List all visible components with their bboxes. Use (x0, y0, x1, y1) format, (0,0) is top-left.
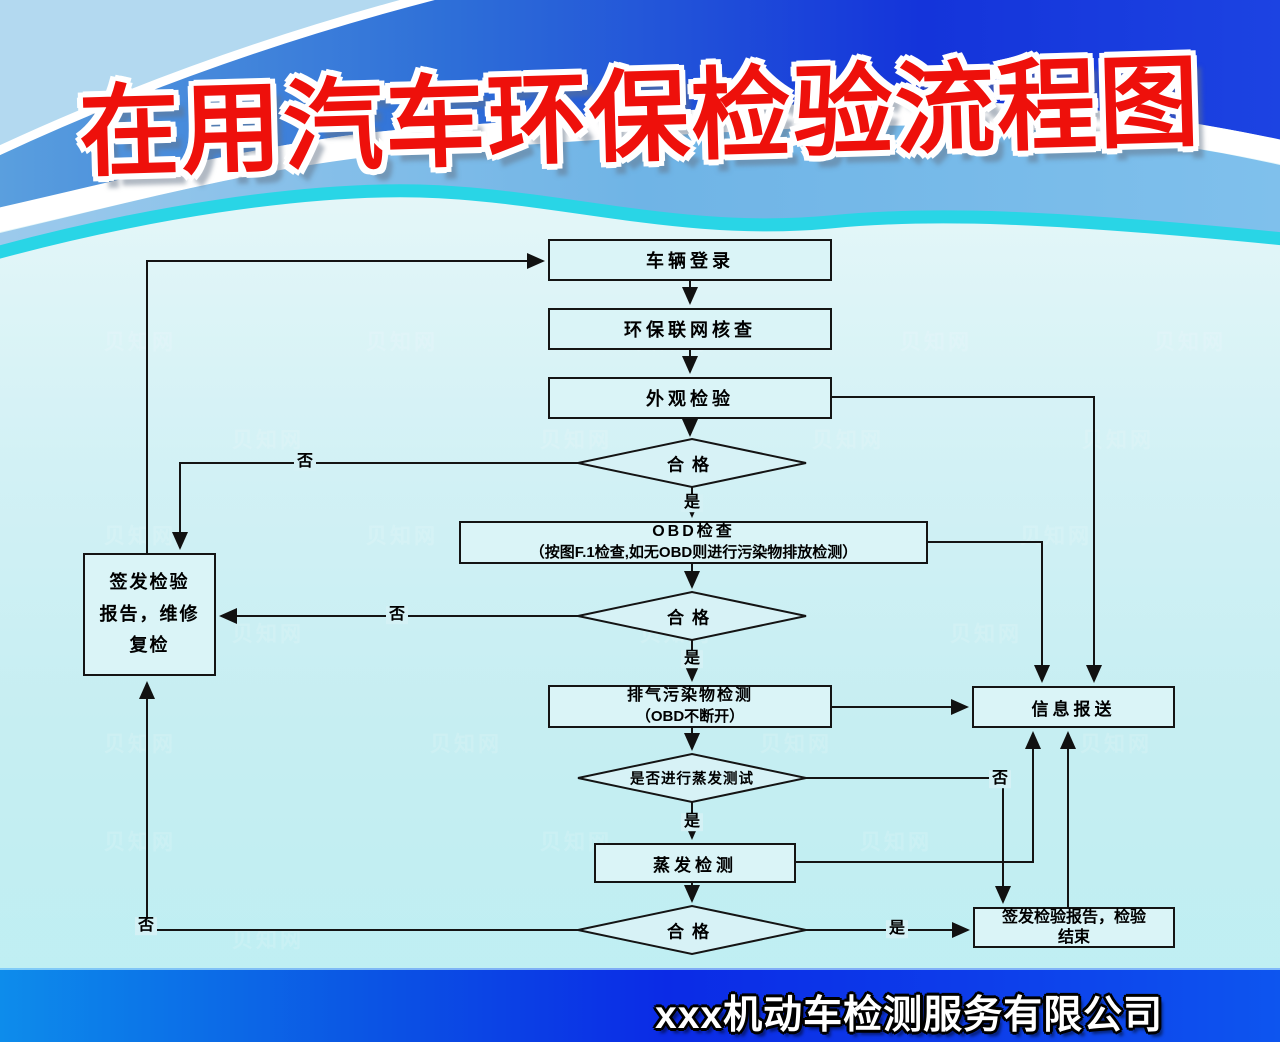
node-obd-title: OBD检查 (652, 523, 735, 541)
edge-label-no-1: 否 (293, 453, 317, 471)
node-network-check-label: 环保联网核查 (624, 320, 756, 340)
node-emission-note: （OBD不断开） (635, 708, 745, 726)
edge-obd-to-inforeport (928, 541, 1050, 683)
edge-pass1-no-to-repair (172, 462, 578, 550)
node-info-report-label: 信息报送 (1031, 699, 1116, 719)
node-issue-repair-recheck: 签发检验 报告，维修 复检 (83, 553, 216, 676)
header-wave-art (0, 0, 1280, 259)
node-emission-test: 排气污染物检测 （OBD不断开） (548, 685, 832, 728)
edge-label-yes-3: 是 (680, 813, 704, 831)
edge-label-yes-2: 是 (680, 650, 704, 668)
footer-company-name: xxx机动车检测服务有限公司 (655, 994, 1164, 1037)
diamond-pass2 (577, 590, 807, 642)
node-issue-repair-line3: 复检 (129, 635, 170, 656)
node-vehicle-login: 车辆登录 (548, 239, 832, 281)
edge-evap-to-inforeport (796, 731, 1041, 863)
node-evaporation-test: 蒸发检测 (594, 843, 796, 883)
footer-band: xxx机动车检测服务有限公司 (0, 968, 1280, 1042)
diamond-evap-question-label: 是否进行蒸发测试 (630, 771, 754, 788)
header-lightblue-band (0, 125, 1280, 253)
header-white-arc (0, 0, 435, 156)
node-appearance-check-label: 外观检验 (646, 389, 734, 409)
edge-evapq-no-to-issueend (806, 777, 1011, 904)
edge-repair-to-login-loop (146, 253, 545, 553)
edge-label-no-4: 否 (134, 917, 158, 935)
node-issue-end-line1: 签发检验报告，检验 (1001, 908, 1146, 926)
node-vehicle-login-label: 车辆登录 (646, 251, 734, 271)
diamond-pass1-label: 合格 (667, 455, 717, 475)
node-obd-check: OBD检查 （按图F.1检查,如无OBD则进行污染物排放检测） (459, 521, 928, 564)
edge-label-yes-1: 是 (680, 494, 704, 512)
header-pale-corner (0, 0, 430, 150)
node-emission-title: 排气污染物检测 (626, 687, 753, 705)
header-blue-mass (0, 0, 1280, 208)
connector-group (139, 253, 1102, 956)
diamond-pass3 (577, 904, 807, 956)
node-issue-repair-line1: 签发检验 (109, 572, 190, 593)
node-evaporation-label: 蒸发检测 (653, 855, 737, 875)
edge-label-no-3: 否 (988, 770, 1012, 788)
edge-pass3-no-to-repair (139, 681, 578, 931)
node-network-check: 环保联网核查 (548, 308, 832, 350)
edge-label-no-2: 否 (385, 606, 409, 624)
node-info-report: 信息报送 (972, 686, 1175, 728)
diamond-evap-question (577, 752, 807, 804)
header-cyan-swoosh (0, 184, 1280, 259)
header-white-band (0, 101, 1280, 232)
node-issue-repair-line2: 报告，维修 (99, 603, 200, 624)
edge-label-yes-4: 是 (885, 920, 909, 938)
node-issue-end-line2: 结束 (1057, 928, 1090, 946)
node-obd-note: （按图F.1检查,如无OBD则进行污染物排放检测） (529, 544, 858, 562)
node-appearance-check: 外观检验 (548, 377, 832, 419)
node-issue-report-end: 签发检验报告，检验 结束 (973, 907, 1175, 948)
diamond-pass2-label: 合格 (667, 608, 717, 628)
edge-appearance-to-inforeport (832, 396, 1102, 683)
diamond-pass3-label: 合格 (667, 922, 717, 942)
diamond-pass1 (577, 437, 807, 489)
